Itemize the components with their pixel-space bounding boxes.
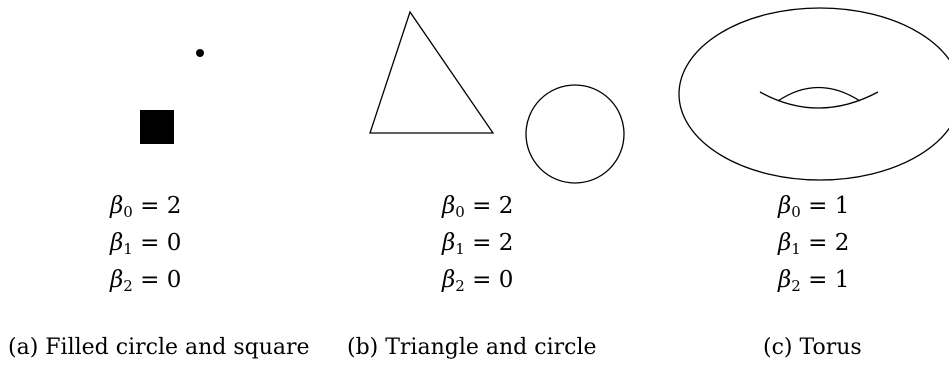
panel-c: β0 = 1 β1 = 2 β2 = 1 (c) Torus <box>660 0 949 376</box>
panel-a-figure <box>140 49 204 144</box>
circle-outline <box>525 84 625 184</box>
beta-1-line: β1 = 2 <box>778 230 850 258</box>
beta-2-line: β2 = 0 <box>110 267 182 295</box>
beta-2-line: β2 = 1 <box>778 267 850 295</box>
caption-b: (b) Triangle and circle <box>347 335 597 360</box>
beta-0-line: β0 = 1 <box>778 193 850 221</box>
beta-2-line: β2 = 0 <box>442 267 514 295</box>
panel-b-figure <box>369 10 625 184</box>
caption-a: (a) Filled circle and square <box>8 335 310 360</box>
torus-hole-upper <box>777 86 861 102</box>
caption-c: (c) Torus <box>763 335 862 360</box>
filled-square <box>140 110 174 144</box>
torus-outline <box>678 7 949 181</box>
filled-dot <box>196 49 204 57</box>
torus-hole-lower <box>759 91 879 109</box>
beta-0-line: β0 = 2 <box>442 193 514 221</box>
beta-0-line: β0 = 2 <box>110 193 182 221</box>
panel-b: β0 = 2 β1 = 2 β2 = 0 (b) Triangle and ci… <box>330 0 660 376</box>
panel-c-figure <box>678 7 949 181</box>
triangle-outline <box>369 10 495 134</box>
beta-1-line: β1 = 0 <box>110 230 182 258</box>
beta-1-line: β1 = 2 <box>442 230 514 258</box>
panel-a: β0 = 2 β1 = 0 β2 = 0 (a) Filled circle a… <box>0 0 330 376</box>
